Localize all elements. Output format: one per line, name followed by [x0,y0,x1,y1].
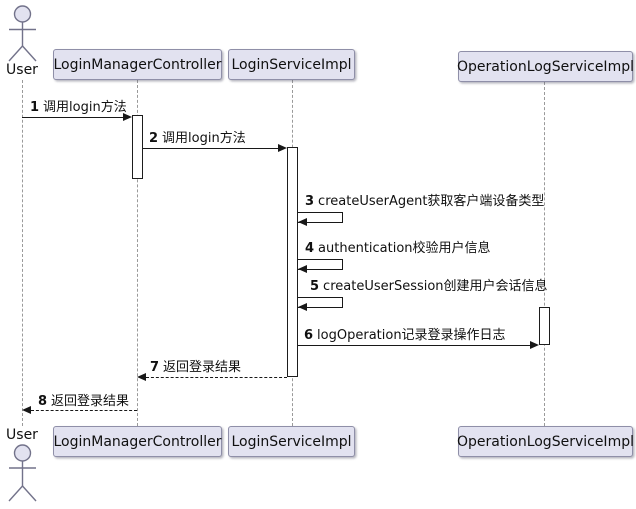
participant-loginmanagercontroller-top: LoginManagerController [53,49,222,80]
message-5-arrowhead-icon [298,303,307,311]
participant-loginserviceimpl-top: LoginServiceImpl [228,49,355,80]
message-8-arrowhead-icon [22,406,31,414]
message-8-line [31,410,137,411]
message-6-arrowhead-icon [530,341,539,349]
actor-label-user-bottom: User [6,427,38,443]
message-8-number: 8 [38,394,48,409]
message-1-number: 1 [30,100,40,115]
message-2-text: 调用login方法 [162,131,246,146]
actor-icon [8,444,37,502]
message-6-text: logOperation记录登录操作日志 [317,328,506,343]
actor-head-icon [13,444,32,462]
message-5-text: createUserSession创建用户会话信息 [323,279,548,294]
participant-label: LoginServiceImpl [231,433,352,450]
message-7-number: 7 [150,360,160,375]
message-2-arrowhead-icon [278,144,287,152]
actor-icon [8,5,37,62]
participant-loginserviceimpl-bottom: LoginServiceImpl [228,426,355,457]
message-1-text: 调用login方法 [43,100,127,115]
message-4-self-loop [298,259,343,270]
message-3-arrowhead-icon [298,218,307,226]
message-3-self-loop [298,212,343,223]
message-7-text: 返回登录结果 [163,360,242,375]
message-8-text: 返回登录结果 [51,394,130,409]
participant-operationlogserviceimpl-bottom: OperationLogServiceImpl [457,426,634,457]
message-6-number: 6 [304,328,314,343]
message-4-text: authentication校验用户信息 [318,241,491,256]
lifeline-user [22,80,23,426]
message-5-self-loop [298,297,343,308]
actor-head-icon [13,5,32,23]
participant-label: LoginManagerController [53,56,222,73]
message-4-arrowhead-icon [298,265,307,273]
message-5-number: 5 [310,279,320,294]
actor-label-user-top: User [6,62,38,78]
message-1-line [22,117,123,118]
activation-bar-loginserviceimpl [287,147,298,377]
activation-bar-loginmanagercontroller [132,115,143,179]
participant-loginmanagercontroller-bottom: LoginManagerController [53,426,222,457]
participant-operationlogserviceimpl-top: OperationLogServiceImpl [457,51,634,82]
participant-label: OperationLogServiceImpl [457,58,634,75]
message-4-number: 4 [305,241,315,256]
message-7-line [146,377,287,378]
participant-label: OperationLogServiceImpl [457,433,634,450]
message-1-arrowhead-icon [123,113,132,121]
message-3-text: createUserAgent获取客户端设备类型 [318,194,545,209]
lifeline-loginmanagercontroller [137,80,138,426]
participant-label: LoginServiceImpl [231,56,352,73]
message-7-arrowhead-icon [137,373,146,381]
message-3-number: 3 [305,194,315,209]
lifeline-operationlogserviceimpl [544,82,545,426]
participant-label: LoginManagerController [53,433,222,450]
message-6-line [298,345,530,346]
message-2-line [143,148,278,149]
activation-bar-operationlogserviceimpl [539,307,550,345]
message-2-number: 2 [149,131,159,146]
